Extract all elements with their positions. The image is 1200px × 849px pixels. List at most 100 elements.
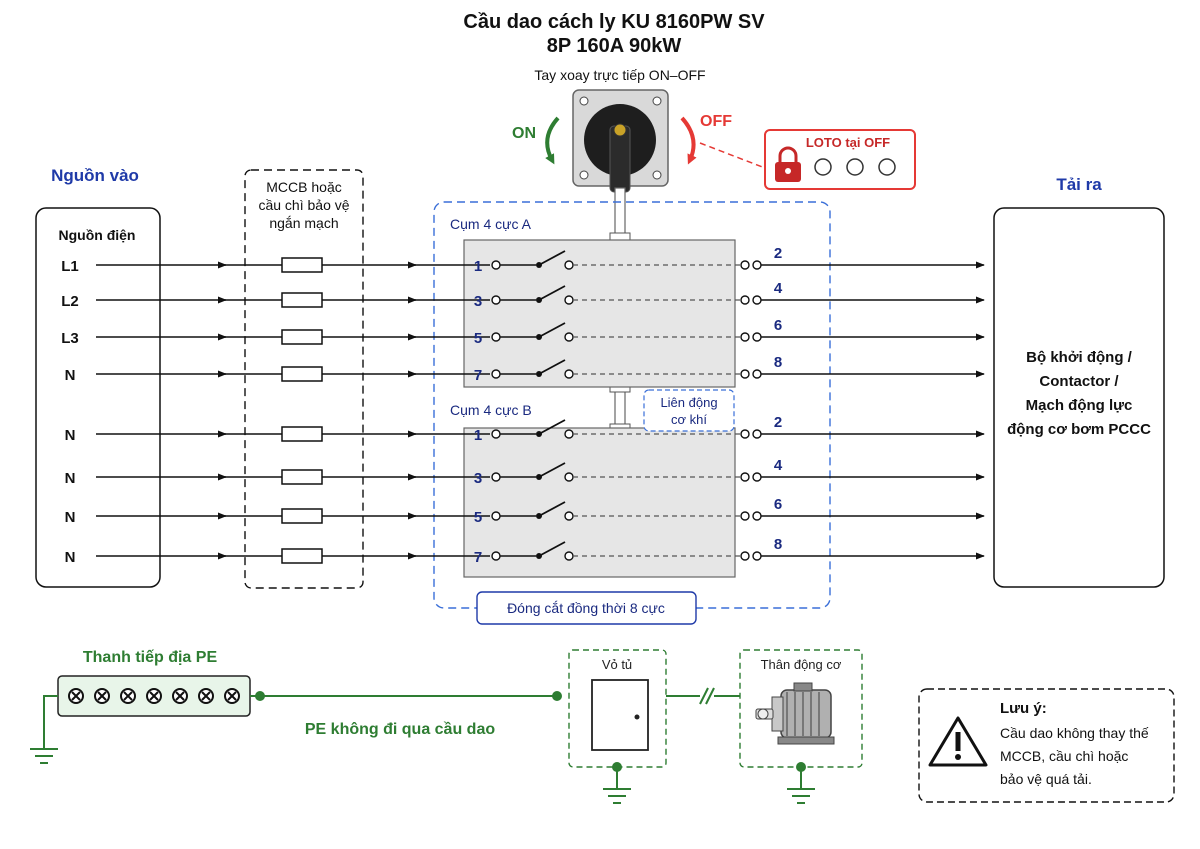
- source-line-label-1: L1: [61, 258, 79, 275]
- motor-ground-node: [796, 762, 806, 772]
- contact-in-4: [491, 369, 501, 379]
- mccb-label-line-1: MCCB hoặc: [266, 179, 341, 195]
- output-terminal-2: 4: [774, 280, 783, 297]
- pe-screw-x2-5: [175, 691, 185, 701]
- contact-blade-8: [538, 541, 566, 557]
- ground-symbol-cabinet: [603, 788, 631, 804]
- contact-blade-3: [538, 322, 566, 338]
- contact-out-2: [564, 295, 574, 305]
- output-terminal-1: 2: [774, 245, 782, 262]
- source-box: [35, 207, 161, 588]
- contact-in-5: [491, 429, 501, 439]
- pe-bar-ground-wire: [43, 695, 58, 748]
- contact-out-7: [564, 511, 574, 521]
- output-contact-b-8: [752, 551, 762, 561]
- output-contact-b-3: [752, 332, 762, 342]
- pe-screw-x2-6: [201, 691, 211, 701]
- output-contact-b-1: [752, 260, 762, 270]
- simultaneous-label: Đóng cắt đồng thời 8 cực: [507, 600, 665, 616]
- input-terminal-1: 1: [474, 258, 482, 275]
- output-terminal-5: 2: [774, 414, 782, 431]
- pe-node-cabinet: [552, 691, 562, 701]
- pe-screw-x2-7: [227, 691, 237, 701]
- loto-box: [764, 129, 916, 190]
- input-terminal-7: 5: [474, 509, 482, 526]
- pe-screw-3: [120, 688, 136, 704]
- mccb-box: [244, 169, 364, 589]
- pe-screw-2: [94, 688, 110, 704]
- fuse-7: [281, 508, 323, 524]
- pe-screw-x2-3: [123, 691, 133, 701]
- pe-note: PE không đi qua cầu dao: [305, 721, 495, 738]
- simultaneous-box: [476, 591, 697, 625]
- pe-link-break-2: [705, 687, 715, 705]
- contact-in-6: [491, 472, 501, 482]
- source-box-title: Nguồn điện: [59, 227, 136, 243]
- mccb-label-line-3: ngắn mạch: [269, 215, 338, 231]
- cabinet-label: Vỏ tủ: [602, 657, 632, 672]
- contact-out-3: [564, 332, 574, 342]
- on-rotation-arrow: [545, 116, 560, 165]
- output-contact-a-6: [740, 472, 750, 482]
- circuit-row-1: L1 1 2: [61, 245, 985, 275]
- pe-screw-x2-2: [97, 691, 107, 701]
- fuse-6: [281, 469, 323, 485]
- input-terminal-6: 3: [474, 470, 482, 487]
- cabinet-ground-node: [612, 762, 622, 772]
- off-rotation-arrow: [680, 116, 697, 165]
- motor-label: Thân động cơ: [761, 657, 842, 672]
- load-line-1: Bộ khởi động /: [1026, 349, 1132, 366]
- contact-in-2: [491, 295, 501, 305]
- source-heading: Nguồn vào: [51, 166, 139, 185]
- output-terminal-3: 6: [774, 317, 782, 334]
- mccb-label-line-2: cầu chì bảo vệ: [258, 197, 349, 213]
- contact-in-7: [491, 511, 501, 521]
- output-contact-b-2: [752, 295, 762, 305]
- ground-symbol-motor: [787, 788, 815, 804]
- source-line-label-6: N: [65, 470, 76, 487]
- padlock-icon: [775, 146, 801, 182]
- load-heading: Tải ra: [1056, 175, 1102, 194]
- source-line-label-2: L2: [61, 293, 79, 310]
- input-terminal-4: 7: [474, 367, 482, 384]
- off-label: OFF: [700, 113, 732, 130]
- contact-out-4: [564, 369, 574, 379]
- pe-screw-4: [146, 688, 162, 704]
- contact-blade-7: [538, 501, 566, 517]
- pe-screw-1: [68, 688, 84, 704]
- fuse-8: [281, 548, 323, 564]
- contact-out-1: [564, 260, 574, 270]
- output-contact-b-6: [752, 472, 762, 482]
- diagram-title: Cầu dao cách ly KU 8160PW SV: [463, 11, 765, 33]
- input-terminal-3: 5: [474, 330, 482, 347]
- source-line-label-7: N: [65, 509, 76, 526]
- output-contact-b-7: [752, 511, 762, 521]
- rotary-handle[interactable]: [572, 89, 669, 193]
- switch-group-b: [463, 427, 736, 578]
- contact-blade-1: [538, 250, 566, 266]
- diagram-subtitle: 8P 160A 90kW: [547, 35, 682, 57]
- note-box: [918, 688, 1175, 803]
- handle-label: Tay xoay trực tiếp ON–OFF: [534, 67, 705, 83]
- source-line-label-5: N: [65, 427, 76, 444]
- output-terminal-8: 8: [774, 536, 782, 553]
- contact-blade-5: [538, 419, 566, 435]
- pe-screw-6: [198, 688, 214, 704]
- pe-screw-7: [224, 688, 240, 704]
- note-line-3: bảo vệ quá tải.: [1000, 771, 1092, 787]
- fuse-5: [281, 426, 323, 442]
- note-line-2: MCCB, cầu chì hoặc: [1000, 748, 1128, 764]
- contact-out-5: [564, 429, 574, 439]
- cabinet-door-icon: [591, 679, 649, 751]
- output-contact-a-8: [740, 551, 750, 561]
- fuse-1: [281, 257, 323, 273]
- pe-screw-x2-4: [149, 691, 159, 701]
- output-terminal-4: 8: [774, 354, 782, 371]
- contact-blade-6: [538, 462, 566, 478]
- mechanical-link-line-1: Liên động: [660, 395, 717, 410]
- note-line-1: Cầu dao không thay thế: [1000, 725, 1149, 741]
